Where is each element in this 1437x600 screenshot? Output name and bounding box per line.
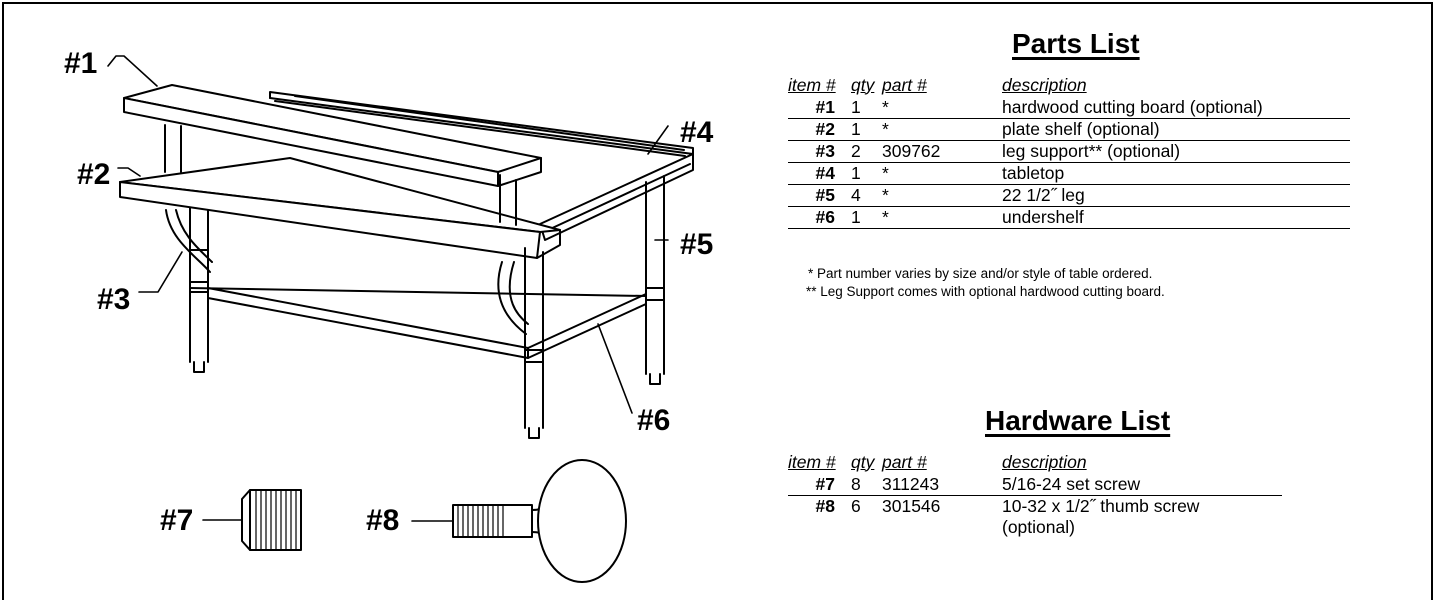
callout-6: #6 (637, 404, 671, 437)
table-row: #2 1 * plate shelf (optional) (788, 118, 1350, 141)
table-row: #3 2 309762 leg support** (optional) (788, 140, 1350, 163)
item-qty: 8 (843, 474, 882, 496)
header-description: description (1002, 451, 1087, 472)
item-number: #2 (788, 118, 843, 141)
table-row: #1 1 * hardwood cutting board (optional) (788, 97, 1350, 119)
leg-supports-drawing (165, 209, 529, 335)
item-description: 22 1/2˝ leg (1002, 184, 1350, 207)
item-qty: 4 (843, 184, 882, 207)
plate-shelf-drawing (119, 157, 561, 259)
item-qty: 1 (843, 162, 882, 185)
callout-4: #4 (680, 116, 714, 149)
parts-list-header-row: item # qty part # description (788, 74, 1350, 97)
thumb-screw-drawing (452, 459, 627, 583)
hardware-list-header-row: item # qty part # description (788, 451, 1282, 474)
footnote-part-number: * Part number varies by size and/or styl… (808, 266, 1153, 281)
callout-leaders (107, 55, 669, 522)
item-qty: 1 (843, 97, 882, 119)
header-qty: qty (851, 451, 875, 472)
item-part-number: 309762 (882, 140, 1002, 163)
item-description-line-2: (optional) (1002, 517, 1075, 537)
item-description: tabletop (1002, 162, 1350, 185)
item-qty: 6 (851, 496, 861, 516)
parts-list-table: item # qty part # description #1 1 * har… (788, 74, 1350, 229)
item-description: 10-32 x 1/2˝ thumb screw (1002, 496, 1200, 516)
header-description: description (1002, 74, 1087, 95)
footnote-leg-support: ** Leg Support comes with optional hardw… (806, 284, 1165, 299)
header-qty: qty (851, 74, 875, 95)
item-part-number: * (882, 206, 1002, 229)
undershelf-drawing (189, 287, 647, 359)
item-number: #7 (788, 474, 843, 496)
item-number: #4 (788, 162, 843, 185)
set-screw-drawing (241, 489, 302, 551)
item-qty: 1 (843, 118, 882, 141)
callout-2: #2 (77, 158, 111, 191)
header-part: part # (882, 74, 927, 95)
item-description: hardwood cutting board (optional) (1002, 97, 1350, 119)
item-part-number: 311243 (882, 474, 1002, 496)
callout-3: #3 (97, 283, 131, 316)
item-description: plate shelf (optional) (1002, 118, 1350, 141)
cutting-board-drawing (123, 84, 542, 226)
item-number: #3 (788, 140, 843, 163)
item-part-number: * (882, 184, 1002, 207)
item-number: #8 (815, 496, 835, 516)
header-item: item # (788, 74, 836, 95)
item-qty: 2 (843, 140, 882, 163)
table-row: #4 1 * tabletop (788, 162, 1350, 185)
item-number: #5 (788, 184, 843, 207)
item-part-number: 301546 (882, 496, 941, 516)
item-description: undershelf (1002, 206, 1350, 229)
callout-1: #1 (64, 47, 98, 80)
hardware-list-title: Hardware List (985, 405, 1171, 436)
header-part: part # (882, 451, 927, 472)
item-part-number: * (882, 118, 1002, 141)
table-row: #5 4 * 22 1/2˝ leg (788, 184, 1350, 207)
callout-8: #8 (366, 504, 400, 537)
item-description: 5/16-24 set screw (1002, 474, 1282, 496)
header-item: item # (788, 451, 836, 472)
callout-7: #7 (160, 504, 194, 537)
table-row: #6 1 * undershelf (788, 206, 1350, 229)
back-legs-drawing (189, 175, 665, 385)
table-row: #7 8 311243 5/16-24 set screw (788, 474, 1282, 496)
table-row: #8 6 301546 10-32 x 1/2˝ thumb screw (op… (788, 496, 1282, 539)
item-number: #1 (788, 97, 843, 119)
callout-5: #5 (680, 228, 714, 261)
item-description-cell: 10-32 x 1/2˝ thumb screw (optional) (1002, 496, 1282, 539)
item-number: #6 (788, 206, 843, 229)
item-description: leg support** (optional) (1002, 140, 1350, 163)
hardware-list-table: item # qty part # description #7 8 31124… (788, 451, 1282, 538)
item-part-number: * (882, 162, 1002, 185)
parts-list-title: Parts List (1012, 28, 1140, 59)
item-qty: 1 (843, 206, 882, 229)
item-part-number: * (882, 97, 1002, 119)
front-legs-drawing (524, 247, 544, 439)
